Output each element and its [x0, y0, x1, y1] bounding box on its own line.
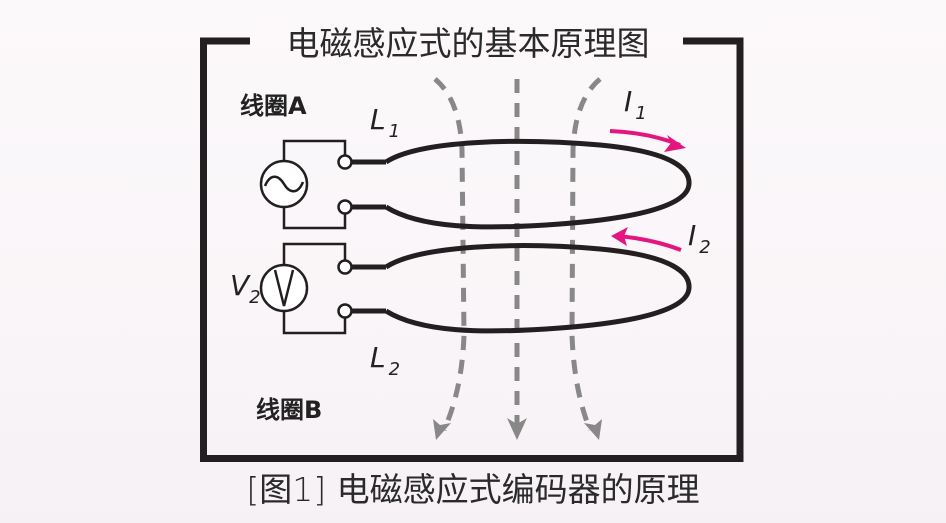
frame-left-segment: [200, 37, 744, 462]
current-i2-subscript: 2: [699, 237, 711, 258]
coil-b: [259, 242, 692, 335]
arrow-down-icon: [433, 419, 451, 440]
arrowhead-i1: [664, 135, 686, 152]
coil-b-label: 线圈B: [256, 396, 323, 424]
coil-a-circuit-box: [282, 139, 347, 230]
flux-lines: [433, 77, 602, 432]
ac-source-wave: [263, 175, 305, 193]
terminal-icon: [337, 199, 353, 215]
current-i1-symbol: I: [624, 85, 633, 118]
voltmeter-icon: [259, 263, 309, 313]
current-i2-symbol: I: [688, 219, 697, 252]
flux-line-left: [433, 77, 467, 432]
arrow-down-icon: [507, 418, 527, 440]
figure-caption: [图1] 电磁感应式编码器的原理: [246, 470, 700, 509]
arrow-down-icon: [584, 419, 602, 440]
terminal-icon: [337, 303, 353, 319]
terminal-icon: [337, 259, 353, 275]
inductor-l2-subscript: 2: [388, 359, 401, 380]
terminal-icon: [337, 154, 353, 170]
flux-line-right: [569, 77, 602, 431]
current-i1-subscript: 1: [635, 103, 647, 124]
curved-arrow-icon: [617, 234, 682, 252]
voltage-v2-symbol: V: [230, 269, 250, 302]
coil-a: [259, 138, 692, 230]
coil-b-loop: [384, 243, 692, 334]
voltmeter-v-glyph: [273, 269, 295, 307]
inductor-l1-subscript: 1: [388, 121, 401, 142]
inductor-l2-symbol: L: [370, 341, 386, 374]
diagram-title: 电磁感应式的基本原理图: [286, 24, 650, 63]
flux-arrowheads: [433, 418, 602, 440]
current-arrowheads: [611, 135, 686, 246]
arrowhead-i2: [611, 227, 628, 246]
voltage-v2-subscript: 2: [249, 287, 261, 308]
inductor-l1-symbol: L: [370, 103, 386, 136]
coil-a-loop: [384, 138, 692, 230]
voltage-v2-label: V2: [230, 269, 261, 307]
frame: [200, 37, 744, 462]
coil-a-label: 线圈A: [240, 92, 307, 120]
coil-b-circuit-box: [282, 242, 347, 335]
